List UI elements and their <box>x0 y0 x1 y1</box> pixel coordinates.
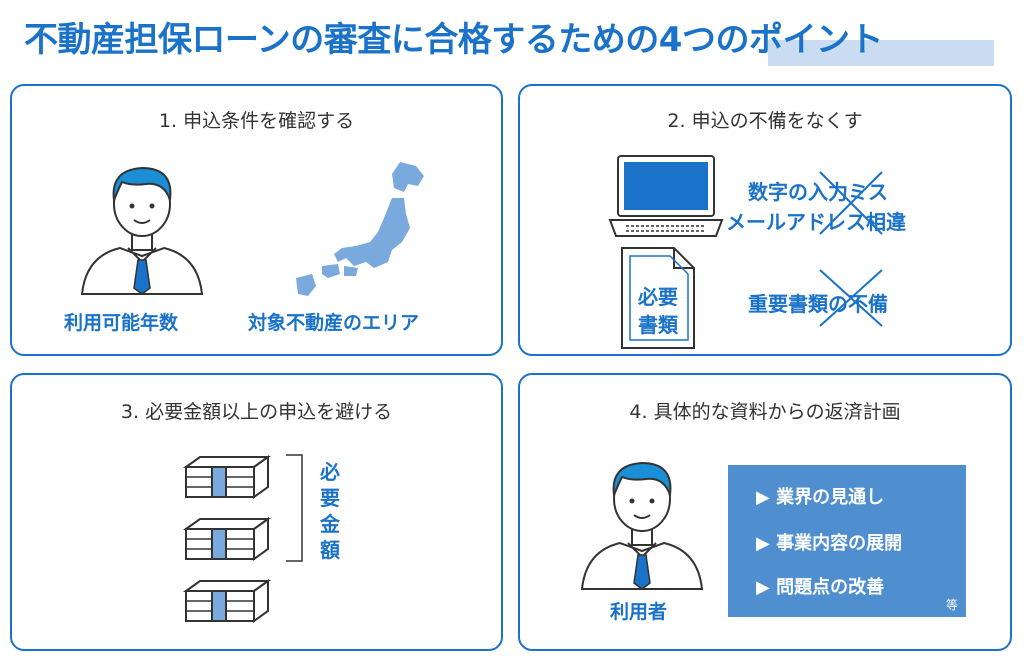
required-amount-label: 必要金額 <box>320 460 340 562</box>
page-title: 不動産担保ローンの審査に合格するための4つのポイント <box>24 20 883 60</box>
label-target-area: 対象不動産のエリア <box>248 312 420 334</box>
panel-1-title: 1. 申込条件を確認する <box>158 110 355 132</box>
bracket-icon <box>286 454 303 562</box>
doc-label-2: 書類 <box>638 313 678 337</box>
money-bundle-icon <box>182 579 272 623</box>
panel-3-title: 3. 必要金額以上の申込を避ける <box>120 401 393 423</box>
error-line-3: 重要書類の不備 <box>748 292 888 316</box>
panel-4-title: 4. 具体的な資料からの返済計画 <box>629 401 901 423</box>
document-icon <box>621 247 695 349</box>
plan-box: ▶ 業界の見通し ▶ 事業内容の展開 ▶ 問題点の改善 等 <box>728 465 966 617</box>
cross-out-icon <box>819 269 883 327</box>
bullet-1: ▶ 業界の見通し <box>756 487 885 508</box>
bullet-2: ▶ 事業内容の展開 <box>756 533 903 554</box>
japan-map-icon <box>296 162 424 296</box>
person-icon <box>80 166 204 295</box>
money-bundle-icon <box>182 455 272 499</box>
error-line-2: メールアドレス相違 <box>726 210 906 234</box>
panel-4: 4. 具体的な資料からの返済計画 利用者 ▶ 業界の見通し ▶ 事業内容の展開 … <box>518 373 1012 651</box>
person-label: 利用者 <box>610 601 668 623</box>
bullet-3: ▶ 問題点の改善 <box>756 577 885 598</box>
etc-label: 等 <box>945 598 958 612</box>
error-line-1: 数字の入力ミス <box>748 180 888 204</box>
cross-out-icon <box>819 171 883 235</box>
laptop-icon <box>608 155 724 237</box>
title-highlight <box>768 40 994 66</box>
panel-2: 2. 申込の不備をなくす 必要 書類 数字の入力ミス メールアドレス相違 重要書… <box>518 84 1012 356</box>
doc-label-1: 必要 <box>638 285 678 309</box>
title-area: 不動産担保ローンの審査に合格するための4つのポイント <box>0 0 1024 80</box>
panel-3: 3. 必要金額以上の申込を避ける 必要金額 <box>10 373 503 651</box>
money-bundle-icon <box>182 517 272 561</box>
panel-1: 1. 申込条件を確認する 利用可能年数 対象不動産のエリア <box>10 84 503 356</box>
label-available-years: 利用可能年数 <box>64 312 179 334</box>
panel-2-title: 2. 申込の不備をなくす <box>667 110 863 132</box>
person-icon <box>580 461 704 590</box>
